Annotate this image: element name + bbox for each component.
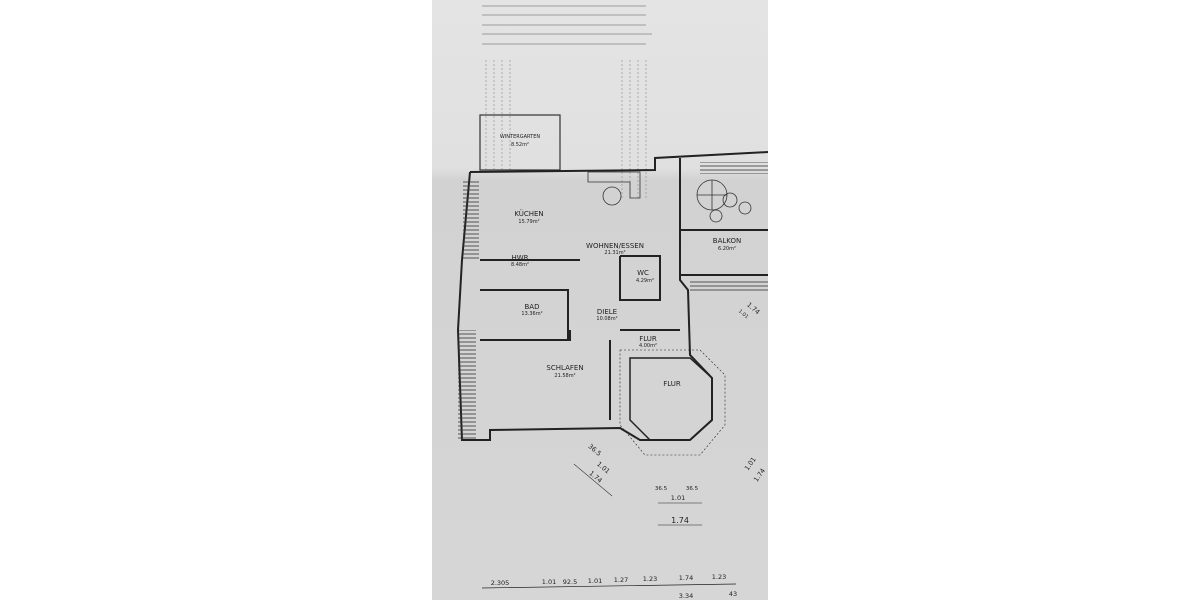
dim-text: 1.27 (614, 576, 628, 584)
roof-hatch (463, 180, 479, 260)
walls (456, 151, 768, 441)
room-area: 10.08m² (596, 316, 617, 322)
room-label: KÜCHEN (514, 209, 543, 218)
room-label: FLUR (663, 380, 681, 388)
room-area: 13.36m² (521, 311, 542, 317)
dim-text: 2.305 (491, 579, 510, 587)
dim-text: 1.23 (712, 573, 726, 581)
dim-text: 1.01 (737, 308, 749, 320)
room-area: 21.58m² (554, 373, 575, 379)
sofa (587, 171, 641, 199)
dim-text: 43 (729, 590, 737, 598)
parasol-icon (696, 179, 752, 223)
room-label: WINTERGARTEN (500, 134, 540, 140)
room-area: 4.29m² (636, 278, 654, 284)
room-label: WC (637, 269, 649, 277)
top-dimension-lines (482, 5, 652, 200)
window-dimension: 36.5 36.5 1.01 1.74 (655, 486, 702, 526)
balcony-rail (700, 162, 768, 174)
room-label: HWR (511, 254, 528, 262)
room-area: 6.20m² (718, 246, 736, 252)
balcony-rail (690, 280, 768, 292)
room-labels: KÜCHEN 15.79m² WOHNEN/ESSEN 21.31m² BALK… (511, 209, 741, 388)
room-label: WOHNEN/ESSEN (586, 242, 644, 250)
room-area: 15.79m² (518, 219, 539, 225)
octagon-stair-tower (619, 349, 726, 456)
room-area: 21.31m² (604, 250, 625, 256)
dim-text: 36.5 (686, 486, 699, 492)
dim-text: 1.01 (588, 577, 602, 585)
dim-text: 1.74 (671, 516, 689, 525)
floor-plan-photo: WINTERGARTEN 8.52m² KÜCHEN 15.79m² WOHNE… (432, 0, 768, 600)
room-area: 8.48m² (511, 262, 529, 268)
dim-text: 1.74 (679, 574, 693, 582)
paper (432, 0, 768, 600)
room-label: SCHLAFEN (546, 364, 583, 372)
wintergarten: WINTERGARTEN 8.52m² (479, 114, 561, 171)
dim-text: 92.5 (563, 578, 577, 586)
dim-text: 36.5 (655, 486, 668, 492)
room-area: 8.52m² (511, 142, 529, 148)
room-label: FLUR (639, 335, 657, 343)
room-label: BAD (525, 303, 540, 311)
dim-text: 1.23 (643, 575, 657, 583)
stair-hatch (458, 330, 476, 440)
dim-text: 1.01 (671, 494, 685, 502)
room-label: BALKON (713, 237, 741, 245)
room-area: 4.00m² (639, 343, 657, 349)
room-label: DIELE (597, 308, 617, 316)
bottom-dimension-chain: 2.305 1.01 92.5 1.01 1.27 1.23 1.74 1.23… (481, 573, 737, 600)
dim-text: 3.34 (679, 592, 693, 600)
dim-text: 1.01 (542, 578, 556, 586)
dining-table (602, 186, 622, 206)
